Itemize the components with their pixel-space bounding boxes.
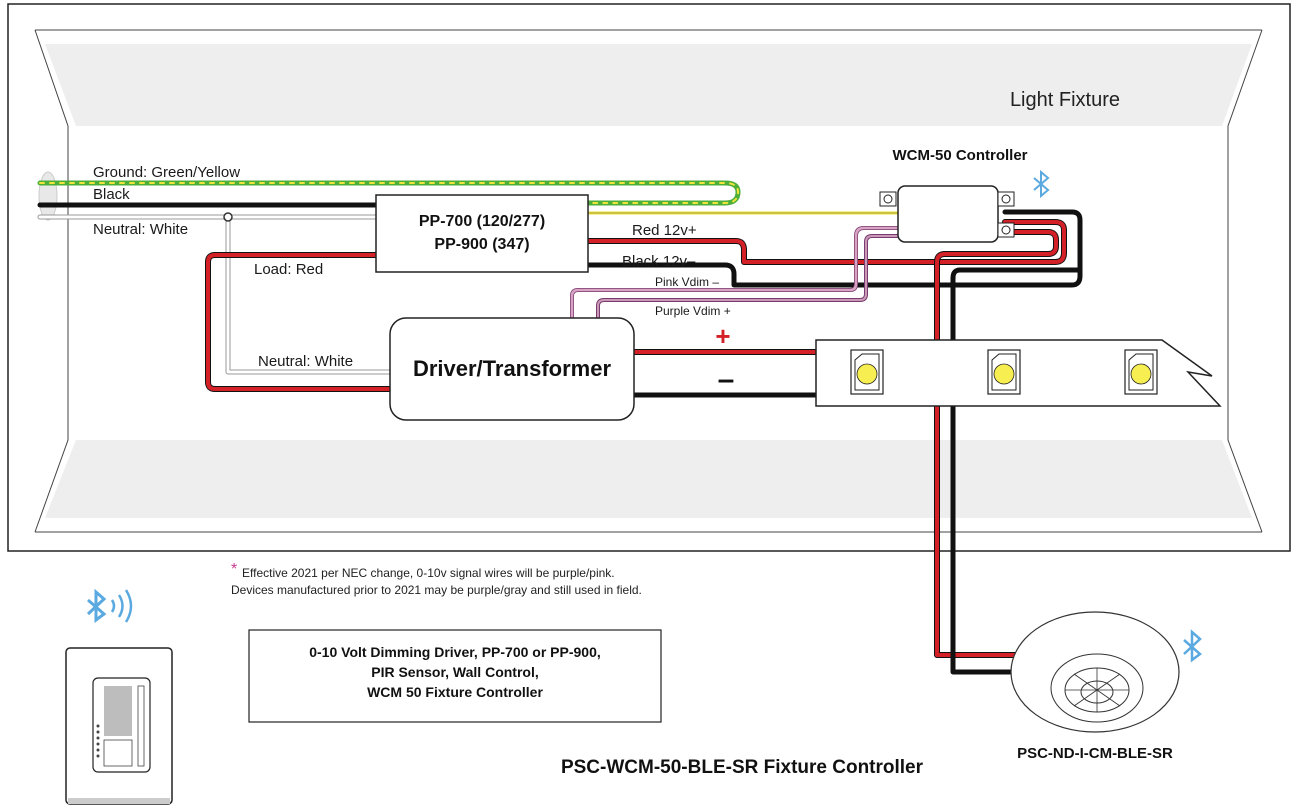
led-strip: [815, 339, 1222, 407]
sensor-black-wire: [950, 267, 1083, 675]
bluetooth-icon: [1033, 169, 1050, 199]
terminal-screw-icon: [879, 191, 897, 207]
load-wire-label: Load: Red: [254, 261, 323, 278]
note-asterisk: *: [231, 561, 237, 578]
pir-lens-icon: [1050, 653, 1144, 723]
bluetooth-icon: [1183, 629, 1202, 663]
power-pack-box: PP-700 (120/277) PP-900 (347): [375, 194, 589, 273]
black-wire-label: Black: [93, 186, 130, 203]
neutral-driver-wire-fill: [226, 215, 392, 374]
sensor-label: PSC-ND-I-CM-BLE-SR: [1017, 745, 1173, 762]
footer-title: PSC-WCM-50-BLE-SR Fixture Controller: [561, 757, 924, 778]
red-12v-label: Red 12v+: [632, 222, 697, 239]
load-red-wire: [206, 253, 392, 391]
terminal-screw-icon: [997, 222, 1015, 238]
driver-transformer-box: Driver/Transformer + –: [389, 317, 735, 421]
ground-wire-stripe: [39, 182, 739, 204]
pink-vdim-wire: [570, 226, 902, 320]
neutral-splice-dot: [223, 212, 233, 222]
purple-vdim-label: Purple Vdim +: [655, 304, 731, 318]
terminal-screw-icon: [997, 191, 1015, 207]
controller-label: WCM-50 Controller: [893, 147, 1028, 164]
driver-label: Driver/Transformer: [413, 356, 612, 381]
summary-line3: WCM 50 Fixture Controller: [367, 684, 543, 700]
summary-box: 0-10 Volt Dimming Driver, PP-700 or PP-9…: [248, 629, 662, 723]
led-chip-icon: [987, 349, 1021, 395]
sensor-red-wire: [935, 230, 1058, 657]
wcm50-controller: WCM-50 Controller: [879, 147, 1050, 243]
nec-note: * Effective 2021 per NEC change, 0-10v s…: [231, 561, 642, 597]
purple-vdim-wire: [597, 235, 901, 319]
black-12v-label: Black 12v–: [622, 253, 696, 270]
note-line1: Effective 2021 per NEC change, 0-10v sig…: [242, 566, 615, 580]
wires: [37, 180, 1083, 675]
fixture-title: Light Fixture: [1010, 89, 1120, 111]
wall-switch-icon: [65, 588, 173, 805]
summary-line2: PIR Sensor, Wall Control,: [371, 664, 539, 680]
black-12v-wire: [585, 209, 1083, 288]
fixture-bottom-panel: [45, 440, 1252, 518]
pir-sensor: PSC-ND-I-CM-BLE-SR: [1010, 611, 1202, 762]
note-line2: Devices manufactured prior to 2021 may b…: [231, 583, 642, 597]
red-12v-wire: [586, 220, 1066, 264]
driver-minus-symbol: –: [718, 363, 735, 396]
fixture-top-panel: [45, 44, 1252, 126]
pink-vdim-label: Pink Vdim –: [655, 275, 719, 289]
knockout-hole: [38, 171, 58, 221]
neutral-wire-label: Neutral: White: [93, 221, 188, 238]
power-pack-line1: PP-700 (120/277): [419, 213, 545, 230]
led-chip-icon: [850, 349, 884, 395]
light-fixture-housing: Light Fixture: [7, 3, 1291, 552]
ground-wire-label: Ground: Green/Yellow: [93, 164, 240, 181]
power-pack-line2: PP-900 (347): [434, 236, 529, 253]
neutral-driver-wire-label: Neutral: White: [258, 353, 353, 370]
driver-plus-symbol: +: [715, 321, 730, 351]
led-chip-icon: [1124, 349, 1158, 395]
summary-line1: 0-10 Volt Dimming Driver, PP-700 or PP-9…: [309, 644, 601, 660]
